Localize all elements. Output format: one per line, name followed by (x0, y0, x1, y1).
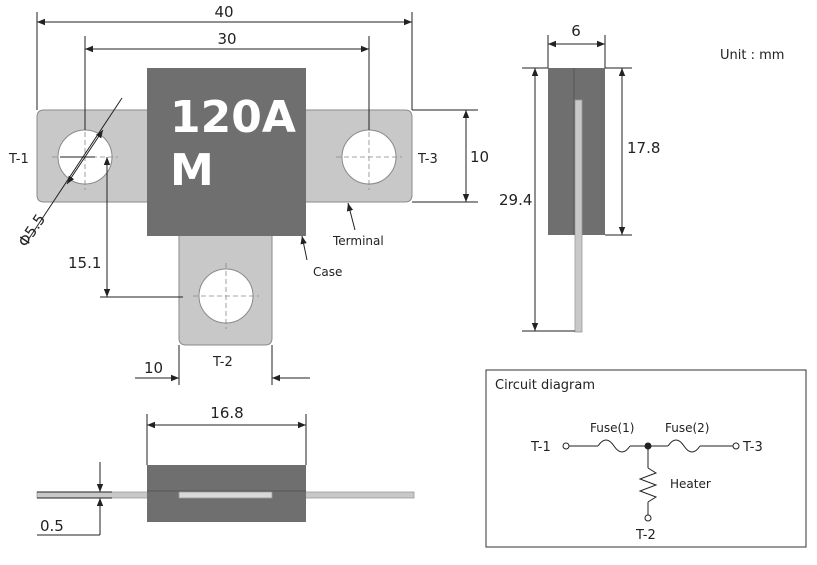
dim-bottom-view-width: 16.8 (210, 404, 243, 422)
circuit-label-fuse1: Fuse(1) (590, 421, 634, 435)
dim-overall-width: 40 (214, 3, 233, 21)
callout-terminal: Terminal (332, 234, 384, 248)
diameter-leader (27, 97, 123, 241)
terminal-callout-leader (346, 202, 356, 231)
dim-side-total-height: 29.4 (499, 191, 532, 209)
circuit-terminal-t1 (562, 442, 570, 450)
circuit-label-t1: T-1 (530, 440, 551, 455)
fuse2-symbol (667, 439, 701, 453)
circuit-label-heater: Heater (670, 477, 711, 491)
unit-label: Unit : mm (720, 48, 784, 63)
circuit-label-t2: T-2 (635, 528, 656, 543)
label-t1: T-1 (8, 152, 29, 167)
dim-hole-spacing: 30 (217, 30, 236, 48)
circuit-terminal-t3 (732, 442, 740, 450)
case-callout-leader (300, 235, 308, 261)
label-t2: T-2 (212, 355, 233, 370)
circuit-label-t3: T-3 (742, 440, 763, 455)
circuit-terminal-t2 (644, 514, 652, 522)
fuse1-symbol (597, 439, 631, 453)
dim-bottom-offset: 15.1 (68, 254, 101, 272)
dim-bottom-tab-width: 10 (144, 359, 163, 377)
circuit-title: Circuit diagram (495, 378, 595, 393)
marking-line2: M (170, 145, 214, 196)
circuit-diagram: Circuit diagram T-1 T-3 T-2 Fuse(1) Fuse… (485, 369, 807, 548)
side-terminal (574, 99, 583, 333)
dim-thickness: 0.5 (40, 517, 64, 535)
dim-side-width: 6 (571, 22, 581, 40)
side-view: 6 17.8 29.4 (499, 22, 660, 333)
callout-case: Case (313, 265, 342, 279)
circuit-label-fuse2: Fuse(2) (665, 421, 709, 435)
case-body (147, 68, 306, 236)
label-t3: T-3 (417, 152, 438, 167)
dim-tab-height: 10 (470, 148, 489, 166)
dim-side-body-height: 17.8 (627, 139, 660, 157)
bottom-view: 16.8 0.5 (36, 404, 415, 536)
top-view: 120A M 40 30 10 Φ5.5 (8, 3, 489, 385)
heater-resistor-symbol (638, 467, 658, 503)
marking-line1: 120A (170, 92, 296, 143)
